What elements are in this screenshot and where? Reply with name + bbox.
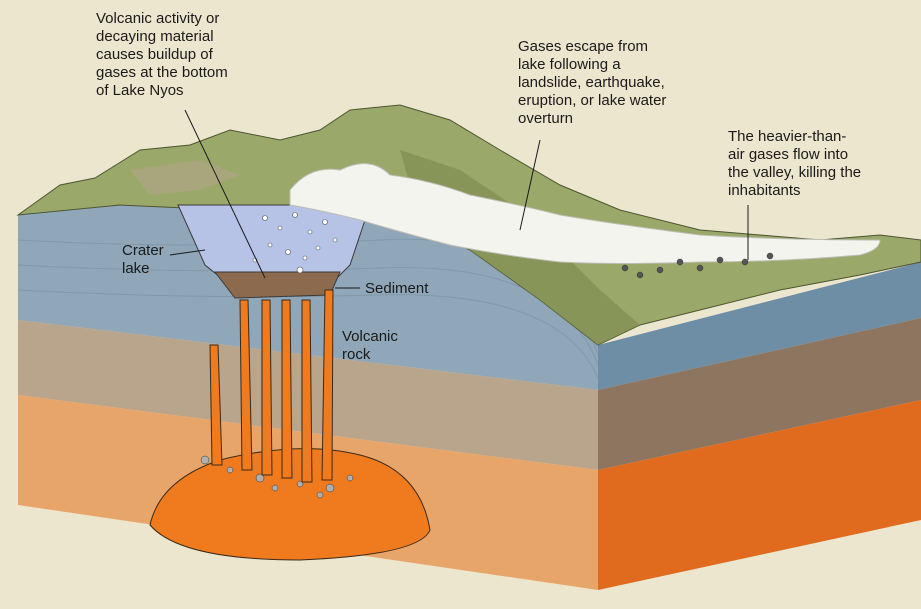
label-volcanic-activity: Volcanic activity or decaying material c… (96, 10, 228, 99)
gas-cloud (289, 163, 881, 264)
label-volcanic-rock: Volcanic rock (342, 328, 398, 363)
label-crater-lake: Crater lake (122, 242, 164, 277)
front-blue-layer (18, 205, 598, 390)
sediment-layer (213, 271, 341, 299)
block-right-side-orange (598, 400, 921, 590)
label-sediment: Sediment (365, 280, 429, 297)
label-gases-escape: Gases escape from lake following a lands… (518, 38, 667, 127)
label-heavier-than-air: The heavier-than- air gases flow into th… (728, 128, 862, 199)
block-right-side-tan (598, 318, 921, 470)
block-right-side-blue (598, 262, 921, 390)
